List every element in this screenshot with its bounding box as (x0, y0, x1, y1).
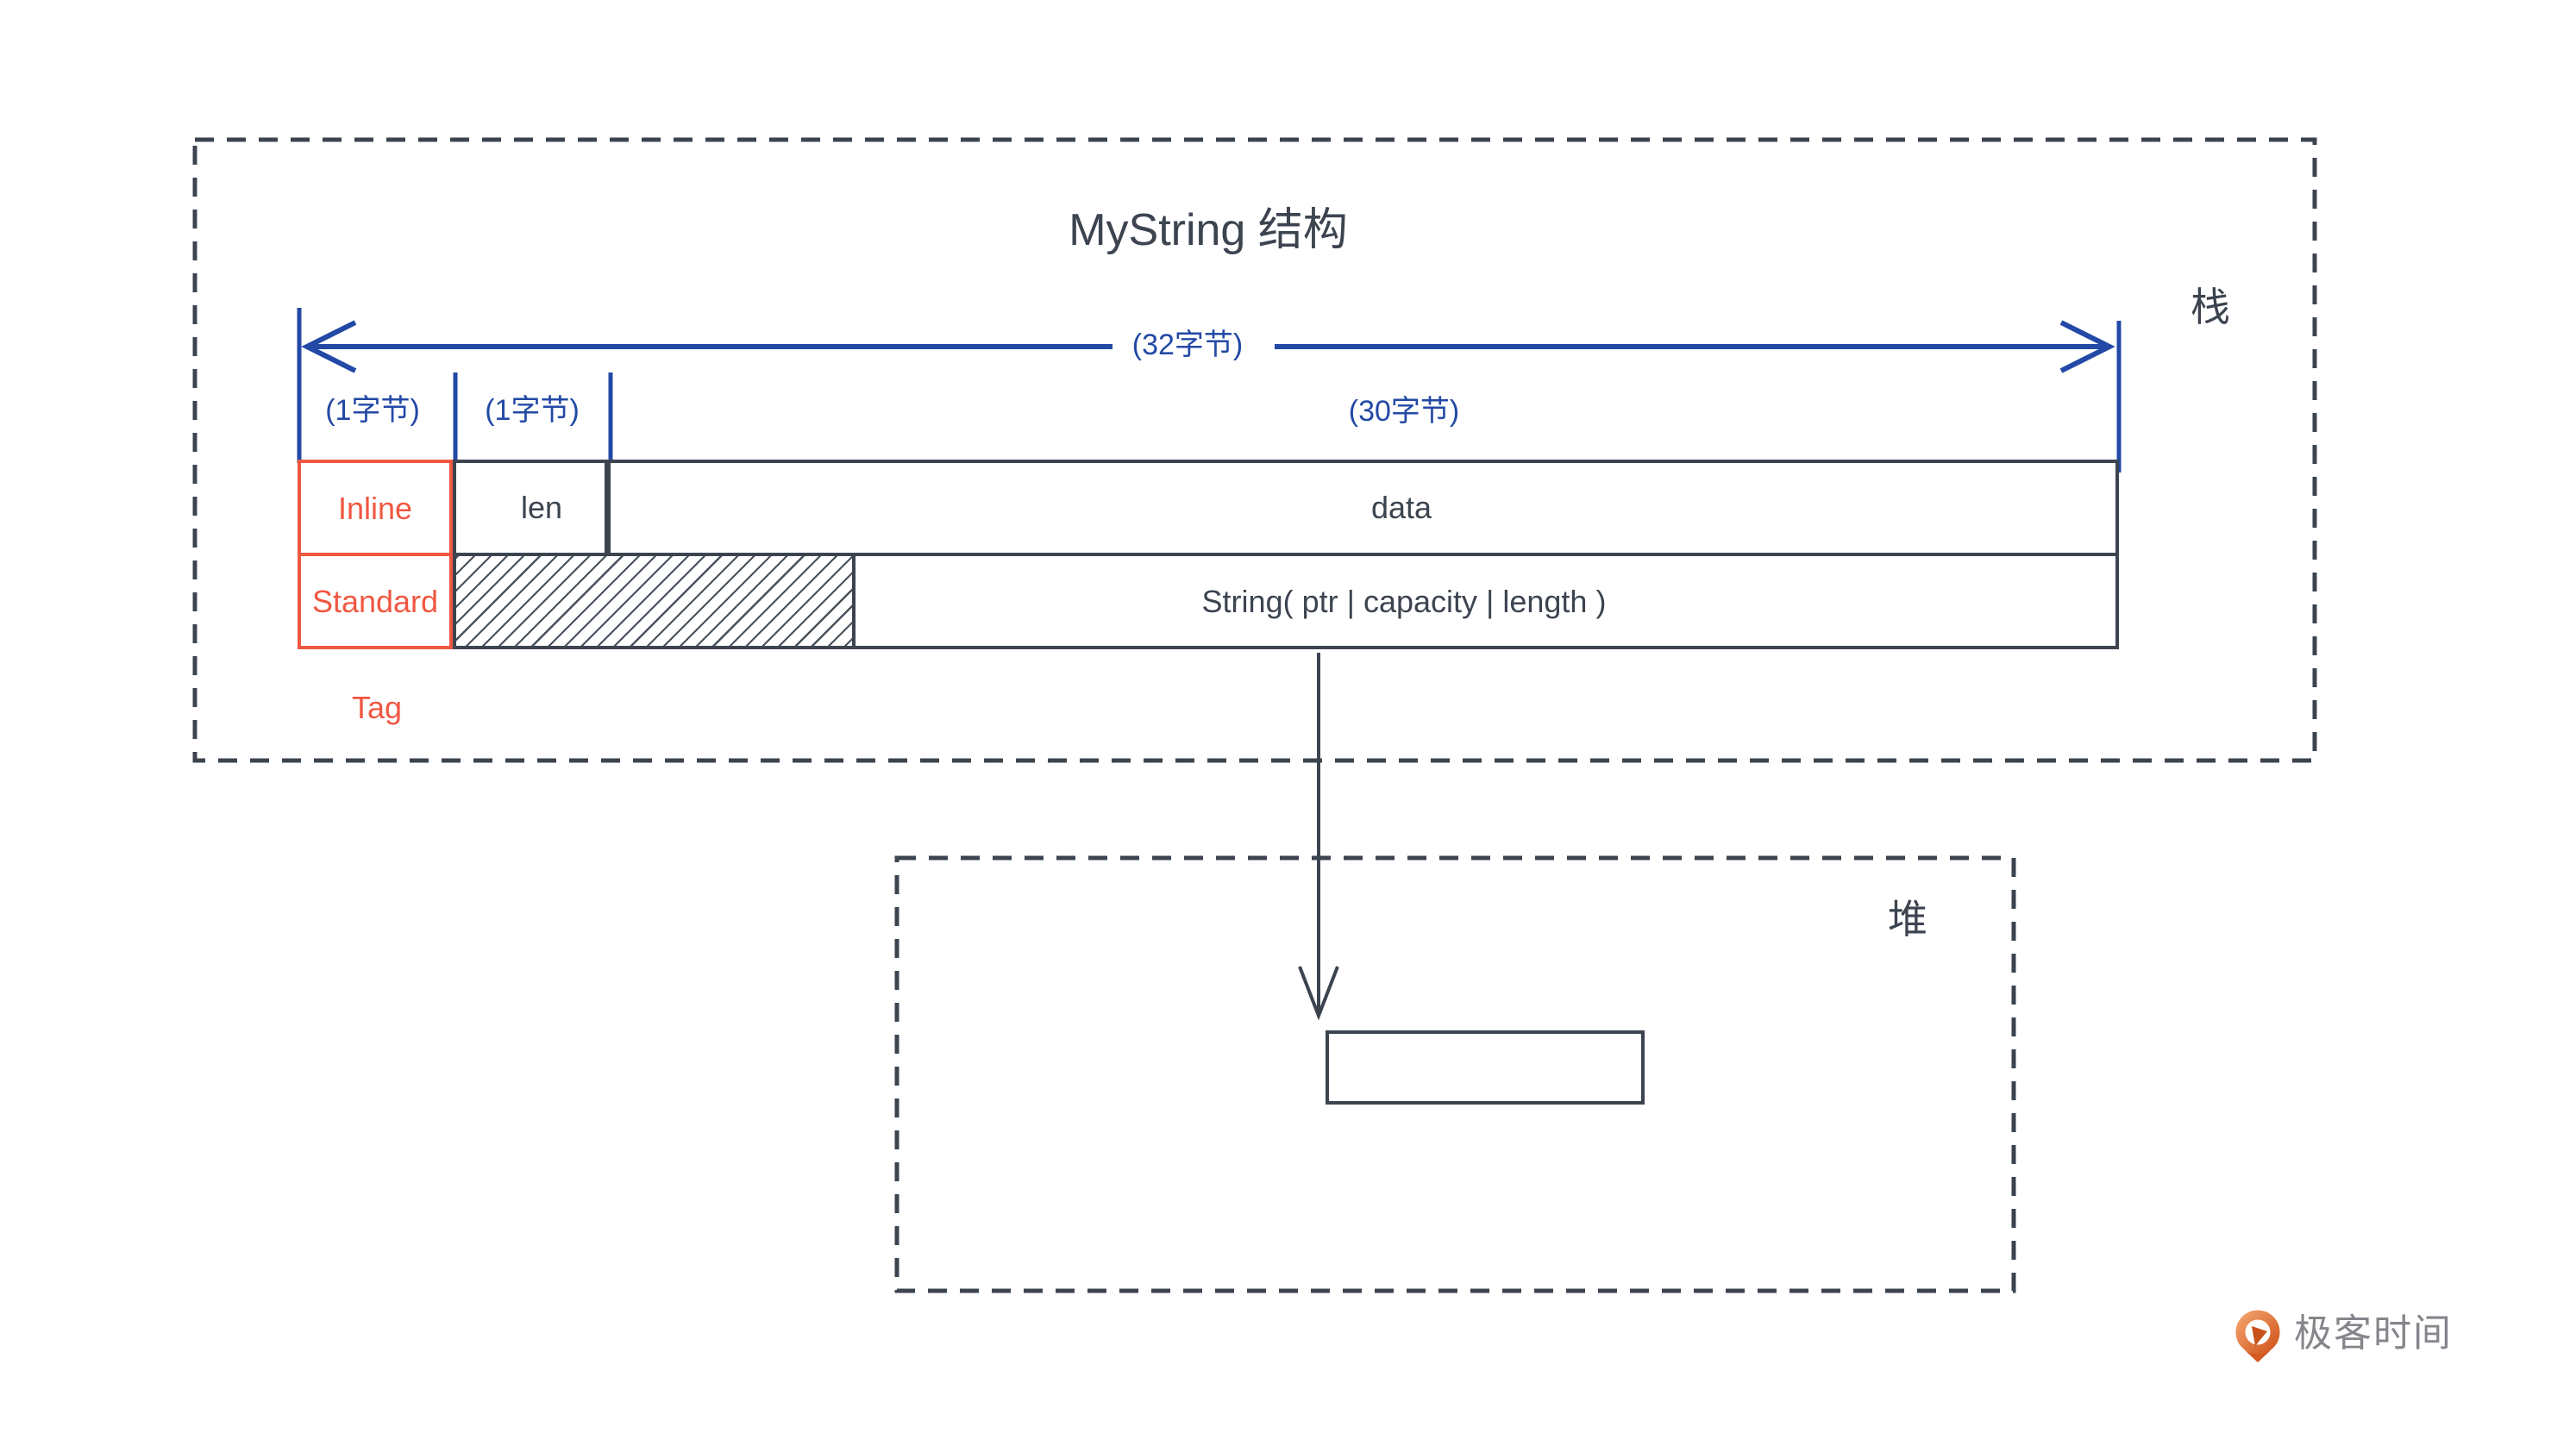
heap-region-label: 堆 (1888, 897, 1927, 942)
standard-variant-label: Standard (311, 584, 439, 619)
heap-allocation-box (1326, 1030, 1645, 1105)
heap-region-outline (894, 855, 2016, 1293)
standard-padding-cell (453, 553, 856, 649)
standard-tag-cell (298, 553, 453, 649)
inline-data-cell (611, 460, 2119, 556)
len-field-label: len (520, 490, 563, 525)
diagram-title: MyString 结构 (1069, 205, 1348, 255)
len-byte-label: (1字节) (485, 394, 580, 427)
string-field-label: String( ptr | capacity | length ) (1201, 584, 1607, 619)
geektime-brand-text: 极客时间 (2294, 1312, 2453, 1355)
data-bytes-label: (30字节) (1348, 395, 1460, 428)
inline-tag-cell (298, 460, 453, 556)
tag-byte-label: (1字节) (325, 394, 420, 427)
ptr-to-heap-arrow (1298, 653, 1339, 1021)
stack-region-outline (192, 137, 2317, 763)
standard-string-cell (856, 553, 2119, 649)
geektime-logo-icon (2235, 1310, 2280, 1362)
stack-region-label: 栈 (2191, 285, 2230, 329)
total-bytes-label: (32字节) (1131, 329, 1244, 361)
data-field-label: data (1370, 490, 1432, 525)
total-size-dimension-arrow (301, 320, 2115, 373)
byte-measure-ticks (297, 308, 2122, 473)
inline-variant-label: Inline (337, 491, 413, 526)
tag-column-label: Tag (351, 690, 403, 725)
